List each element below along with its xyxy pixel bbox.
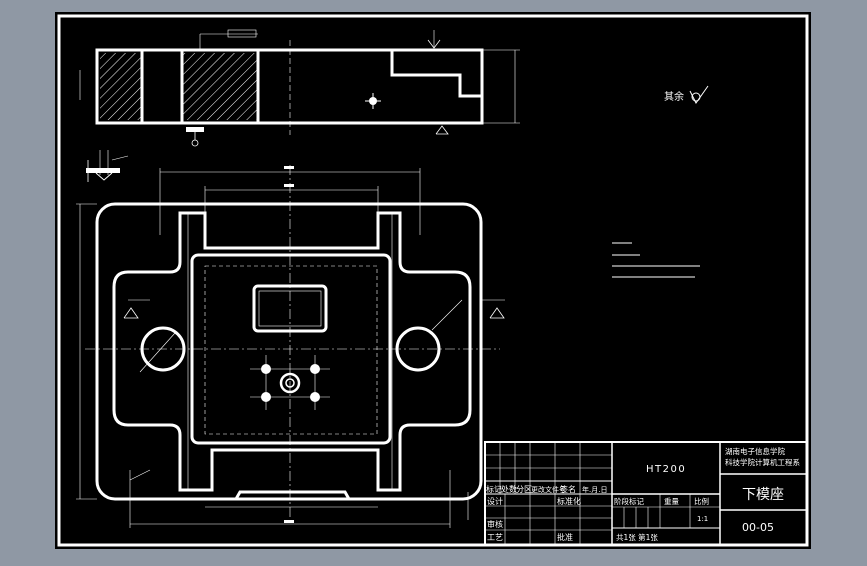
tb-row-review: 审核 xyxy=(487,519,503,529)
section-outline xyxy=(95,48,484,125)
drawing-sheet xyxy=(55,12,811,549)
tb-col-stage: 阶段标记 xyxy=(614,496,644,506)
tb-header-mark: 标记 xyxy=(486,484,502,494)
tb-header-sign: 签名 xyxy=(560,484,576,494)
section-hatch-left xyxy=(100,53,142,120)
tb-header-zone: 分区 xyxy=(516,485,532,494)
tb-header-count: 处数 xyxy=(501,484,517,494)
title-block xyxy=(484,441,808,546)
plan-outer xyxy=(95,202,483,501)
tb-row-design: 设计 xyxy=(487,496,503,506)
tb-school-line2: 科技学院计算机工程系 xyxy=(725,457,800,467)
sheet-border xyxy=(57,14,809,547)
tb-header-change-doc: 更改文件号 xyxy=(531,485,566,494)
tb-row-approve: 批准 xyxy=(557,532,573,542)
tb-part-name: 下模座 xyxy=(742,487,784,503)
section-view xyxy=(79,29,520,147)
detail-symbol xyxy=(86,150,129,182)
tb-scale: 1:1 xyxy=(697,515,708,523)
tb-drawing-no: 00-05 xyxy=(742,521,774,534)
tb-school: 湖南电子信息学院 xyxy=(725,446,785,456)
note-remainder-label: 其余 xyxy=(664,90,684,103)
plan-inner-frame xyxy=(112,211,472,492)
center-bore xyxy=(279,372,301,394)
section-step xyxy=(390,50,482,98)
tb-col-ratio: 比例 xyxy=(694,496,709,506)
tb-col-weight: 重量 xyxy=(664,497,679,506)
roughness-note: 其余 xyxy=(664,85,709,104)
tb-row-standard: 标准化 xyxy=(557,496,581,506)
center-block xyxy=(190,253,392,445)
tb-sheets: 共1张 第1张 xyxy=(616,532,658,542)
plan-view xyxy=(76,165,505,528)
tb-row-process: 工艺 xyxy=(487,533,503,542)
tb-material: HT200 xyxy=(646,464,686,475)
tech-requirements xyxy=(612,242,700,278)
tb-header-date: 年.月.日 xyxy=(582,485,607,494)
section-hatch-center xyxy=(182,53,258,120)
